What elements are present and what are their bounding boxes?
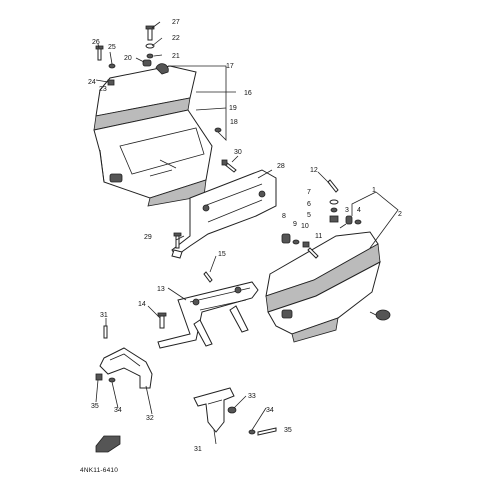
callout-30: 30: [234, 149, 242, 156]
front-arrow-icon: [95, 435, 121, 453]
callout-24: 24: [88, 79, 96, 86]
guard-31: [193, 387, 235, 433]
left-saddlebag: [93, 65, 213, 207]
callout-35: 35: [91, 403, 99, 410]
callout-19: 19: [229, 105, 237, 112]
callout-34: 34: [114, 407, 122, 414]
callout-18: 18: [230, 119, 238, 126]
part-number-labels: 1 2 3 4 5 6 7 8 9 10 11 12 13 14 15 16 1…: [88, 19, 402, 453]
callout-9: 9: [293, 221, 297, 228]
callout-28: 28: [277, 163, 285, 170]
callout-13: 13: [157, 286, 165, 293]
diagram-code: 4NK11-6410: [80, 467, 118, 474]
callout-31b: 31: [194, 446, 202, 453]
callout-5: 5: [307, 212, 311, 219]
callout-3: 3: [345, 207, 349, 214]
callout-21: 21: [172, 53, 180, 60]
callout-32: 32: [146, 415, 154, 422]
callout-35b: 35: [284, 427, 292, 434]
callout-16: 16: [244, 90, 252, 97]
guard-bar-32: [99, 347, 153, 389]
hardware-fasteners: [95, 25, 362, 436]
callout-1: 1: [372, 187, 376, 194]
callout-22: 22: [172, 35, 180, 42]
callout-29: 29: [144, 234, 152, 241]
callout-6: 6: [307, 201, 311, 208]
callout-2: 2: [398, 211, 402, 218]
callout-4: 4: [357, 207, 361, 214]
leader-lines: [95, 21, 399, 445]
callout-14: 14: [138, 301, 146, 308]
callout-7: 7: [307, 189, 311, 196]
right-saddlebag: [265, 231, 391, 343]
callout-27: 27: [172, 19, 180, 26]
callout-15: 15: [218, 251, 226, 258]
callout-33: 33: [248, 393, 256, 400]
callout-31: 31: [100, 312, 108, 319]
callout-11: 11: [315, 233, 322, 240]
callout-10: 10: [301, 223, 309, 230]
callout-25: 25: [108, 44, 116, 51]
callout-23: 23: [99, 86, 107, 93]
callout-26: 26: [92, 39, 100, 46]
callout-8: 8: [282, 213, 286, 220]
callout-17: 17: [226, 63, 234, 70]
callout-20: 20: [124, 55, 132, 62]
callout-12: 12: [310, 167, 318, 174]
callout-34b: 34: [266, 407, 274, 414]
support-bracket-13: [157, 281, 259, 349]
